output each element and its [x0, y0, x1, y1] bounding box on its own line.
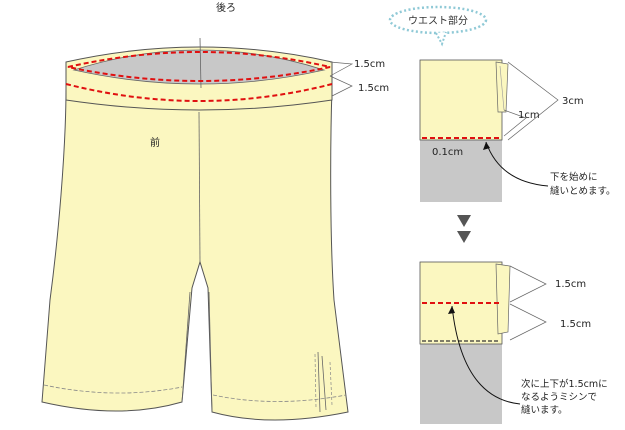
- dim-leader-lower: [329, 75, 353, 97]
- down-arrow-2: [457, 231, 471, 243]
- waist-stitch-upper: [67, 51, 331, 82]
- waist-detail-1: [419, 59, 559, 202]
- front-label: 前: [150, 136, 160, 149]
- dim-lower-2-label: 1.5cm: [560, 319, 591, 330]
- shorts-illustration: [41, 37, 354, 421]
- dim-lower-label: 1.5cm: [358, 83, 389, 94]
- dim-01cm-label: 0.1cm: [432, 147, 463, 158]
- shorts-body: [41, 87, 349, 421]
- note1-line1: 下を始めに: [550, 171, 598, 183]
- side-slit: [317, 351, 327, 413]
- down-arrow-1: [457, 215, 471, 227]
- note2-line1: 次に上下が1.5cmに: [521, 378, 608, 390]
- waist-bubble-text: ウエスト部分: [408, 14, 468, 27]
- dim-leader-upper: [329, 61, 354, 77]
- back-label: 後ろ: [216, 1, 236, 14]
- waist-bubble: ウエスト部分: [388, 5, 488, 47]
- dim-3cm-label: 3cm: [562, 96, 584, 107]
- dim-1cm-label: 1cm: [518, 110, 540, 121]
- leg-inner-right: [208, 291, 213, 413]
- hem-stitch-left: [43, 384, 183, 394]
- note2-line3: 縫います。: [521, 404, 568, 416]
- waist-detail-2: [419, 261, 547, 424]
- note1-line2: 縫いとめます。: [550, 185, 616, 197]
- note2-line2: なるようミシンで: [521, 392, 597, 403]
- side-slit-stitch: [314, 353, 333, 409]
- hem-stitch-right: [212, 394, 347, 402]
- waist-stitch-lower: [65, 83, 333, 102]
- dim-upper-2-label: 1.5cm: [555, 279, 586, 290]
- center-front-seam: [198, 111, 201, 263]
- leg-inner-left: [181, 291, 191, 403]
- back-seam: [199, 37, 202, 89]
- dim-upper-label: 1.5cm: [354, 59, 385, 70]
